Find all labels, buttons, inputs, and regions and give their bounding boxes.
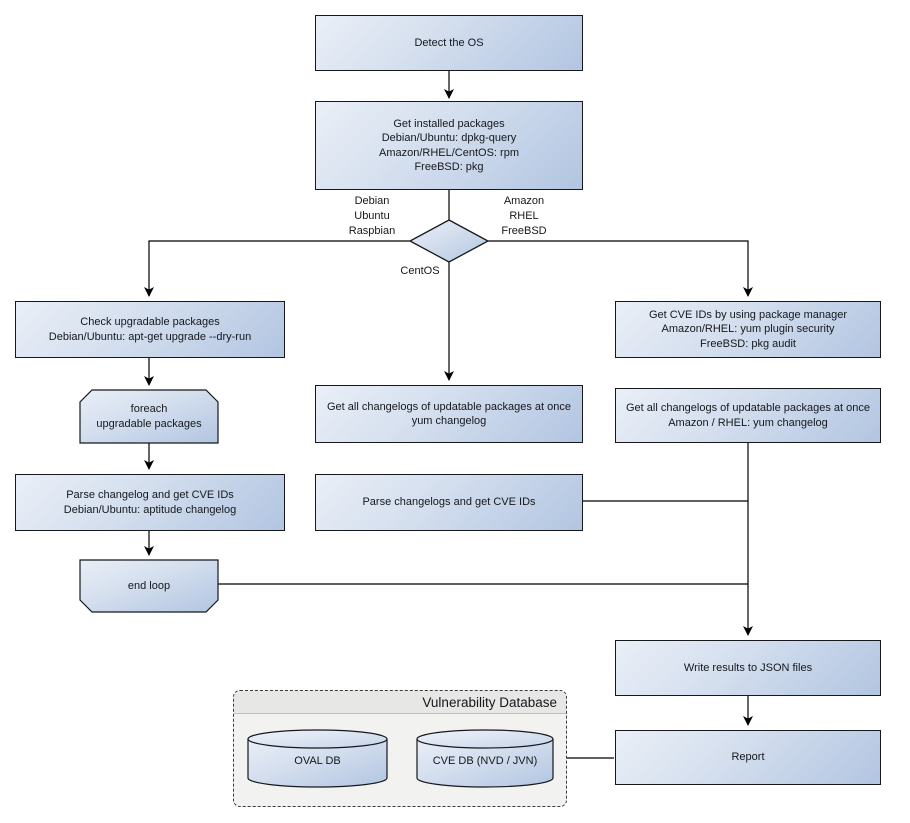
vulnerability-database-title: Vulnerability Database (422, 694, 557, 710)
node-label: Get CVE IDs by using package manager (648, 308, 848, 321)
oval-db-cylinder-body (247, 739, 388, 788)
node-check-upgradable-packages: Check upgradable packages Debian/Ubuntu:… (15, 301, 285, 358)
edge-label-line: FreeBSD (501, 225, 547, 237)
edge-label-line: Debian (354, 195, 390, 207)
node-label: FreeBSD: pkg audit (700, 337, 796, 350)
node-report: Report (615, 730, 881, 785)
edge-label-line: Amazon (503, 195, 545, 207)
edge-label-line: Ubuntu (354, 210, 390, 222)
node-detect-os: Detect the OS (315, 15, 583, 71)
node-label: Get installed packages (393, 117, 505, 130)
edge-label-line: RHEL (509, 210, 539, 222)
node-label: yum changelog (411, 415, 487, 427)
edge-label-right-branch: Amazon RHEL FreeBSD (472, 194, 576, 239)
node-label: Amazon/RHEL/CentOS: rpm (379, 146, 519, 159)
oval-db-cylinder-top (247, 729, 388, 749)
node-label: Amazon / RHEL: yum changelog (668, 416, 828, 429)
node-get-changelogs-rhel: Get all changelogs of updatable packages… (615, 388, 881, 443)
node-label: Debian/Ubuntu: aptitude changelog (63, 503, 237, 516)
edge-label-line: CentOS (400, 265, 440, 277)
edge-label-left-branch: Debian Ubuntu Raspbian (320, 194, 424, 239)
node-get-installed-packages: Get installed packages Debian/Ubuntu: dp… (315, 101, 583, 190)
node-label: Write results to JSON files (683, 661, 813, 674)
node-label: Detect the OS (414, 36, 484, 49)
node-label: FreeBSD: pkg (414, 161, 484, 173)
node-label: Report (731, 751, 765, 764)
edge-branch-to-check-upgradable (144, 240, 410, 297)
os-branch-diamond (408, 219, 490, 263)
node-label: Get all changelogs of updatable packages… (326, 400, 571, 413)
edge-branch-to-get-cve-ids (488, 240, 753, 297)
node-label: Debian/Ubuntu: dpkg-query (381, 132, 517, 144)
node-parse-changelogs-centos: Parse changelogs and get CVE IDs (315, 474, 583, 531)
node-label: Debian/Ubuntu: apt-get upgrade --dry-run (48, 330, 252, 343)
node-label: Parse changelog and get CVE IDs (66, 489, 234, 501)
node-parse-changelog-debian: Parse changelog and get CVE IDs Debian/U… (15, 474, 285, 531)
cve-db-cylinder-body (416, 739, 554, 788)
node-get-changelogs-centos: Get all changelogs of updatable packages… (315, 385, 583, 443)
cve-db-cylinder-top (416, 729, 554, 749)
node-get-cve-ids-package-manager: Get CVE IDs by using package manager Ama… (615, 301, 881, 358)
edge-label-line: Raspbian (348, 225, 396, 237)
node-write-results-json: Write results to JSON files (615, 640, 881, 696)
foreach-loop-shape (79, 389, 219, 444)
node-label: Get all changelogs of updatable packages… (625, 402, 870, 414)
end-loop-shape (79, 559, 219, 613)
vulnerability-database-header: Vulnerability Database (234, 691, 566, 714)
edge-label-centos: CentOS (370, 264, 470, 279)
node-label: Parse changelogs and get CVE IDs (362, 496, 536, 509)
node-label: Amazon/RHEL: yum plugin security (661, 323, 835, 336)
node-label: Check upgradable packages (80, 316, 220, 328)
